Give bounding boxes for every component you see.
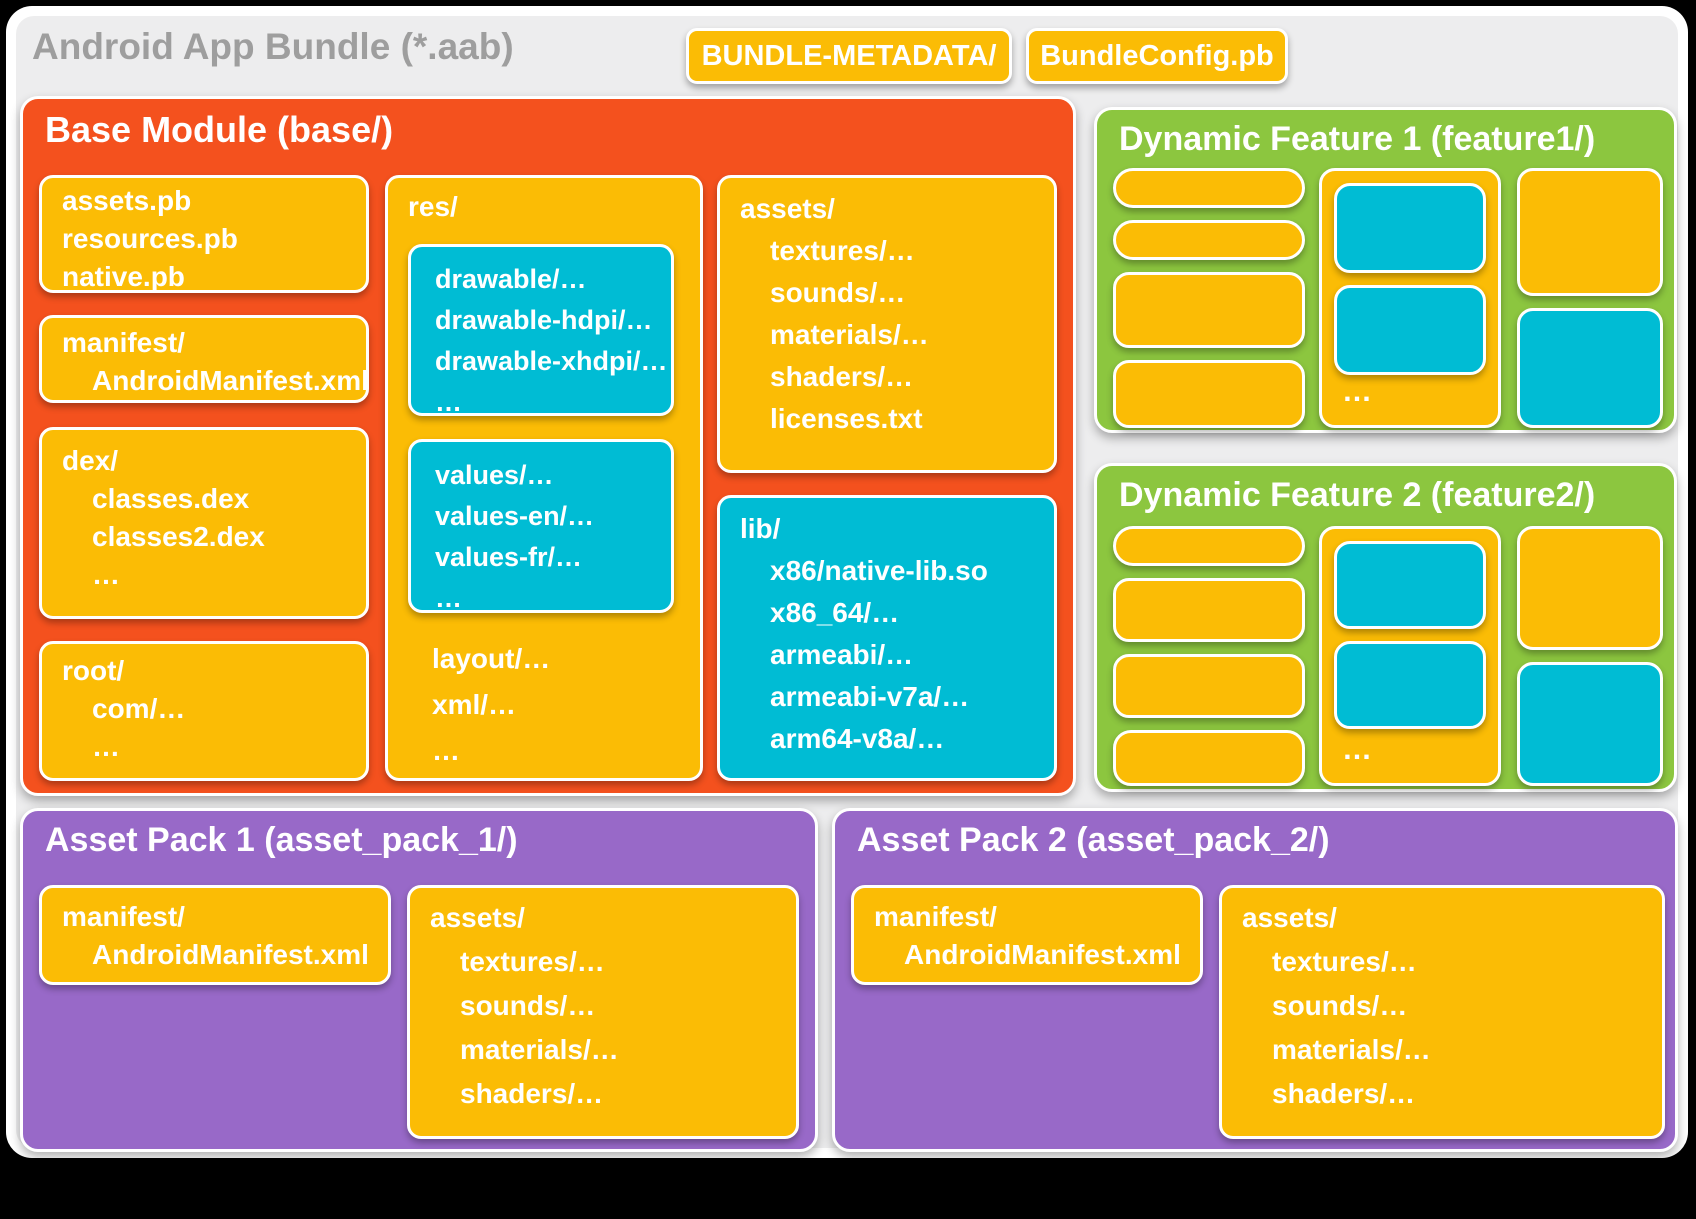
pack1-android-manifest-label: AndroidManifest.xml (92, 939, 369, 970)
base-module-container: Base Module (base/) assets.pb resources.… (20, 96, 1076, 796)
values-dir-label: values/… (435, 460, 554, 490)
asset-pack1-title: Asset Pack 1 (asset_pack_1/) (45, 821, 518, 859)
shaders-dir-label: shaders/… (770, 361, 914, 392)
dex-dir-label: dex/ (62, 445, 119, 476)
root-ellipsis-label: … (92, 731, 120, 762)
feature2-res-sub-box-2 (1334, 641, 1486, 729)
sounds-dir-label: sounds/… (770, 277, 906, 308)
pack2-textures-label: textures/… (1272, 946, 1417, 977)
lib-box: lib/ x86/native-lib.so x86_64/… armeabi/… (717, 495, 1057, 781)
values-box: values/… values-en/… values-fr/… … (408, 439, 674, 613)
root-box: root/ com/… … (39, 641, 369, 781)
base-module-title: Base Module (base/) (45, 109, 394, 150)
licenses-txt-label: licenses.txt (770, 403, 923, 434)
feature1-res-group: … (1319, 168, 1501, 428)
android-manifest-label: AndroidManifest.xml (92, 365, 369, 396)
asset-pack1-container: Asset Pack 1 (asset_pack_1/) manifest/ A… (20, 808, 818, 1152)
pack1-materials-label: materials/… (460, 1034, 619, 1065)
bundle-metadata-chip: BUNDLE-METADATA/ (686, 28, 1012, 84)
feature1-item-box-1 (1113, 272, 1305, 348)
feature2-lib-box (1517, 662, 1663, 786)
pack2-android-manifest-label: AndroidManifest.xml (904, 939, 1181, 970)
pack1-assets-dir-label: assets/ (430, 902, 525, 933)
feature2-item-bar-2 (1113, 730, 1305, 786)
feature1-res-sub-box-2 (1334, 285, 1486, 375)
dex-box: dex/ classes.dex classes2.dex … (39, 427, 369, 619)
armeabi-v7a-label: armeabi-v7a/… (770, 681, 970, 712)
feature2-ellipsis: … (1342, 733, 1372, 766)
drawable-hdpi-label: drawable-hdpi/… (435, 305, 653, 335)
res-tail-ellipsis-label: … (432, 735, 460, 766)
res-box: res/ drawable/… drawable-hdpi/… drawable… (385, 175, 703, 781)
pack1-textures-label: textures/… (460, 946, 605, 977)
drawable-xhdpi-label: drawable-xhdpi/… (435, 346, 668, 376)
pack2-assets-dir-label: assets/ (1242, 902, 1337, 933)
res-dir-label: res/ (408, 191, 458, 222)
drawable-ellipsis-label: … (435, 387, 462, 417)
materials-dir-label: materials/… (770, 319, 929, 350)
page-title: Android App Bundle (*.aab) (32, 26, 514, 67)
feature2-assets-box (1517, 526, 1663, 650)
bundle-config-chip: BundleConfig.pb (1026, 28, 1288, 84)
asset-pack1-assets-box: assets/ textures/… sounds/… materials/… … (407, 885, 799, 1139)
drawable-box: drawable/… drawable-hdpi/… drawable-xhdp… (408, 244, 674, 417)
assets-dir-label: assets/ (740, 193, 835, 224)
manifest-dir-label: manifest/ (62, 327, 185, 358)
armeabi-label: armeabi/… (770, 639, 914, 670)
classes2-dex-label: classes2.dex (92, 521, 265, 552)
classes-dex-label: classes.dex (92, 483, 250, 514)
asset-pack2-manifest-box: manifest/ AndroidManifest.xml (851, 885, 1203, 985)
res-tail-list: layout/… xml/… … (432, 636, 550, 774)
feature1-ellipsis: … (1342, 375, 1372, 408)
x86-native-lib-label: x86/native-lib.so (770, 555, 988, 586)
feature1-assets-box (1517, 168, 1663, 296)
xml-dir-label: xml/… (432, 689, 517, 720)
base-manifest-box: manifest/ AndroidManifest.xml (39, 315, 369, 403)
pack1-sounds-label: sounds/… (460, 990, 596, 1021)
arm64-v8a-label: arm64-v8a/… (770, 723, 945, 754)
pack2-sounds-label: sounds/… (1272, 990, 1408, 1021)
feature2-item-bar-1 (1113, 526, 1305, 566)
bundle-config-label: BundleConfig.pb (1040, 39, 1274, 72)
native-pb-label: native.pb (62, 261, 185, 292)
asset-pack1-manifest-box: manifest/ AndroidManifest.xml (39, 885, 391, 985)
dynamic-feature1-title: Dynamic Feature 1 (feature1/) (1119, 120, 1596, 158)
feature2-res-group: … (1319, 526, 1501, 786)
values-en-label: values-en/… (435, 501, 595, 531)
dex-ellipsis-label: … (92, 559, 120, 590)
pack1-manifest-dir-label: manifest/ (62, 901, 185, 932)
dynamic-feature1-container: Dynamic Feature 1 (feature1/) … (1094, 107, 1677, 433)
x86-64-label: x86_64/… (770, 597, 900, 628)
pack1-shaders-label: shaders/… (460, 1078, 604, 1109)
base-assets-box: assets/ textures/… sounds/… materials/… … (717, 175, 1057, 473)
asset-pack2-title: Asset Pack 2 (asset_pack_2/) (857, 821, 1330, 859)
assets-pb-label: assets.pb (62, 185, 192, 216)
drawable-dir-label: drawable/… (435, 264, 587, 294)
dynamic-feature2-title: Dynamic Feature 2 (feature2/) (1119, 476, 1596, 514)
feature1-res-sub-box-1 (1334, 183, 1486, 273)
feature1-item-box-2 (1113, 360, 1305, 428)
pack2-manifest-dir-label: manifest/ (874, 901, 997, 932)
feature1-item-bar-1 (1113, 168, 1305, 208)
root-dir-label: root/ (62, 655, 125, 686)
textures-dir-label: textures/… (770, 235, 915, 266)
feature2-res-sub-box-1 (1334, 541, 1486, 629)
values-ellipsis-label: … (435, 583, 462, 613)
pb-files-box: assets.pb resources.pb native.pb (39, 175, 369, 293)
bundle-metadata-label: BUNDLE-METADATA/ (701, 39, 997, 72)
lib-dir-label: lib/ (740, 513, 781, 544)
pack2-shaders-label: shaders/… (1272, 1078, 1416, 1109)
resources-pb-label: resources.pb (62, 223, 238, 254)
values-fr-label: values-fr/… (435, 542, 583, 572)
feature1-lib-box (1517, 308, 1663, 428)
dynamic-feature2-container: Dynamic Feature 2 (feature2/) … (1094, 463, 1677, 792)
feature2-item-box-1 (1113, 578, 1305, 642)
asset-pack2-container: Asset Pack 2 (asset_pack_2/) manifest/ A… (832, 808, 1678, 1152)
feature1-item-bar-2 (1113, 220, 1305, 260)
asset-pack2-assets-box: assets/ textures/… sounds/… materials/… … (1219, 885, 1665, 1139)
com-dir-label: com/… (92, 693, 186, 724)
feature2-item-box-2 (1113, 654, 1305, 718)
layout-dir-label: layout/… (432, 643, 551, 674)
pack2-materials-label: materials/… (1272, 1034, 1431, 1065)
